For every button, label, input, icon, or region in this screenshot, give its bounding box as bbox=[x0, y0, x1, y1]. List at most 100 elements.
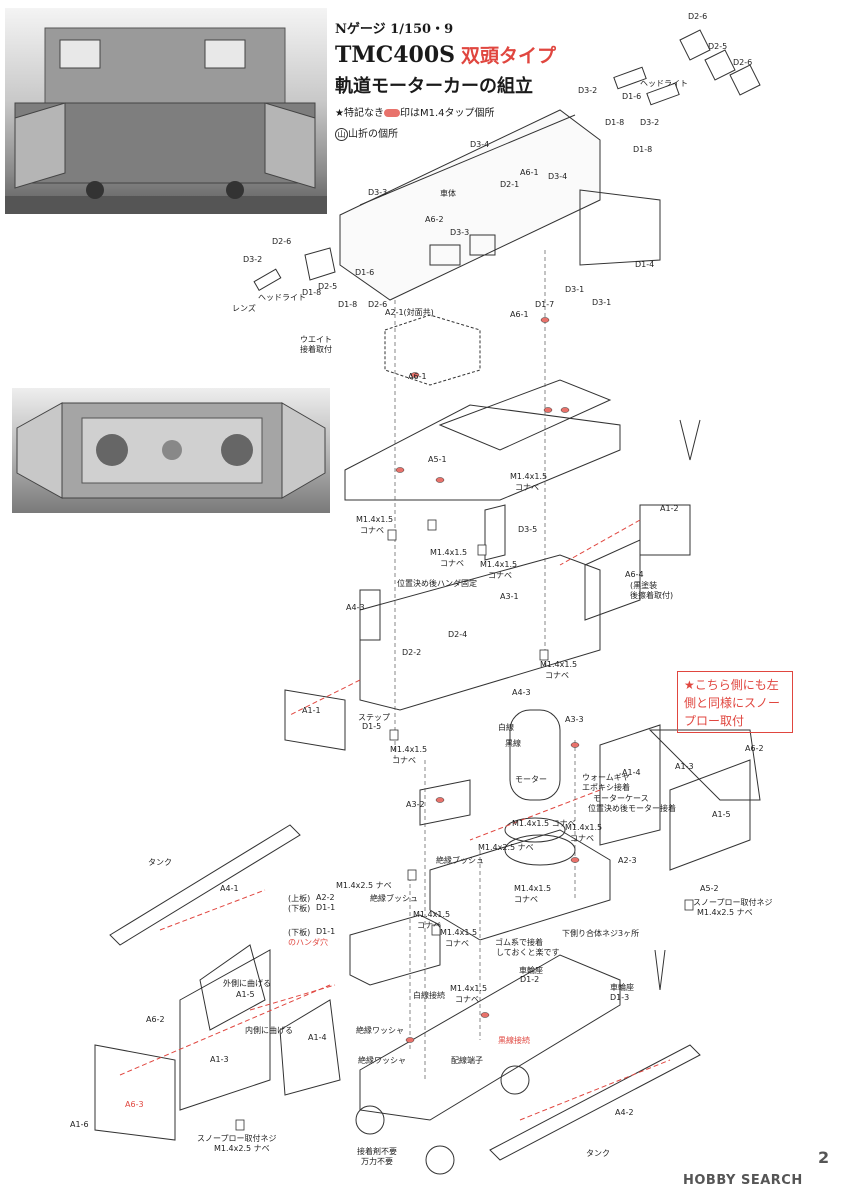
part-label: A1-6 bbox=[70, 1120, 89, 1129]
part-label: 位置決め後ハンダ固定 bbox=[397, 579, 477, 588]
part-label: D1-6 bbox=[355, 268, 375, 277]
wire-symbol-top bbox=[679, 419, 701, 461]
part-label: タンク bbox=[148, 858, 172, 867]
part-label: のハンダ穴 bbox=[288, 938, 328, 947]
part-label: A1-3 bbox=[210, 1055, 229, 1064]
part-label: D2-6 bbox=[688, 12, 708, 21]
tap-mark bbox=[560, 407, 570, 413]
part-label: D1-8 bbox=[338, 300, 358, 309]
snowplow-a6-2-left bbox=[179, 949, 271, 1111]
part-label: 絶縁ワッシャ bbox=[358, 1056, 406, 1065]
screw bbox=[389, 729, 399, 741]
part-label: M1.4x1.5 bbox=[514, 884, 552, 893]
part-label: A5-2 bbox=[700, 884, 719, 893]
part-label: A1-5 bbox=[712, 810, 731, 819]
screw bbox=[477, 544, 487, 556]
headlight-bezel-d2-6 bbox=[679, 29, 711, 61]
plate-a3-2 bbox=[419, 779, 471, 826]
part-label: (上板) bbox=[288, 894, 311, 903]
part-label: (下板) bbox=[288, 928, 311, 937]
window-front bbox=[429, 244, 461, 266]
part-label: M1.4x1.5 bbox=[430, 548, 468, 557]
part-label: A2-2 bbox=[316, 893, 335, 902]
part-label: D2-6 bbox=[368, 300, 388, 309]
part-label: A1-2 bbox=[660, 504, 679, 513]
part-label: D3-5 bbox=[518, 525, 538, 534]
tap-mark bbox=[540, 317, 550, 323]
part-label: コナベ bbox=[445, 939, 469, 948]
guide-line-2 bbox=[289, 679, 361, 716]
part-label: コナベ bbox=[417, 921, 441, 930]
tap-mark bbox=[405, 1037, 415, 1043]
part-label: コナベ bbox=[545, 671, 569, 680]
part-label: 配線端子 bbox=[451, 1056, 483, 1065]
part-label: 絶縁ブッシュ bbox=[370, 894, 418, 903]
wheel-front-right bbox=[425, 1145, 455, 1175]
tap-mark bbox=[480, 1012, 490, 1018]
part-label: D3-2 bbox=[578, 86, 598, 95]
screw bbox=[407, 869, 417, 881]
body-side-panel bbox=[579, 189, 661, 266]
part-label: D3-3 bbox=[450, 228, 470, 237]
screw bbox=[431, 924, 441, 936]
part-label: A6-4 bbox=[625, 570, 644, 579]
headlight-bezel-left bbox=[304, 247, 336, 281]
page-number: 2 bbox=[818, 1148, 830, 1167]
part-label: D1-1 bbox=[316, 903, 336, 912]
guide-line-5 bbox=[469, 789, 601, 841]
part-label: 後擦着取付) bbox=[630, 591, 674, 600]
part-label: モーターケース bbox=[593, 794, 649, 803]
part-label: D1-3 bbox=[610, 993, 630, 1002]
model-photo-front bbox=[5, 8, 327, 214]
motor-case bbox=[504, 834, 576, 866]
grille-a1-2 bbox=[639, 504, 691, 556]
part-a1-1 bbox=[284, 689, 346, 751]
part-label: A6-1 bbox=[510, 310, 529, 319]
part-label: D1-8 bbox=[302, 288, 322, 297]
part-label: 位置決め後モーター接着 bbox=[588, 804, 676, 813]
guide-line-4 bbox=[119, 984, 331, 1076]
part-label: D1-4 bbox=[635, 260, 655, 269]
screw bbox=[235, 1119, 245, 1131]
part-label: コナベ bbox=[455, 995, 479, 1004]
tap-note-suffix: 印はM1.4タップ個所 bbox=[399, 108, 495, 119]
plate-upper bbox=[438, 379, 612, 451]
part-label: A2-1(対面共) bbox=[385, 308, 434, 317]
part-label: D2-6 bbox=[272, 237, 292, 246]
part-label: D1-5 bbox=[362, 722, 382, 731]
part-label: ステップ bbox=[358, 713, 390, 722]
model-variant: 双頭タイプ bbox=[461, 45, 557, 67]
guide-line-7 bbox=[519, 1059, 671, 1121]
part-label: A4-3 bbox=[346, 603, 365, 612]
snowplow-a1-5 bbox=[669, 759, 751, 871]
screw bbox=[387, 529, 397, 541]
part-label: (下板) bbox=[288, 904, 311, 913]
tap-mark bbox=[543, 407, 553, 413]
part-label: D3-4 bbox=[548, 172, 568, 181]
part-label: A1-5 bbox=[236, 990, 255, 999]
tap-mark bbox=[570, 742, 580, 748]
part-label: スノープロー取付ネジ bbox=[197, 1134, 277, 1143]
tap-note-prefix: ★特記なき bbox=[335, 108, 384, 119]
part-label: ヘッドライト bbox=[640, 79, 688, 88]
part-label: D3-3 bbox=[368, 188, 388, 197]
car-body bbox=[339, 109, 601, 301]
snowplow-a6-2 bbox=[648, 729, 761, 801]
screw bbox=[427, 519, 437, 531]
part-label: D3-4 bbox=[470, 140, 490, 149]
part-label: (黒塗装 bbox=[630, 581, 658, 590]
headlight-tube-2 bbox=[646, 82, 680, 106]
plate-a6-4 bbox=[584, 539, 641, 621]
part-label: A6-1 bbox=[520, 168, 539, 177]
snowplow-a1-4 bbox=[599, 724, 661, 846]
part-label: D2-5 bbox=[318, 282, 338, 291]
part-label: A1-3 bbox=[675, 762, 694, 771]
frame-a3-1 bbox=[359, 554, 601, 711]
part-a4-3 bbox=[359, 589, 381, 641]
wire-symbol-bottom bbox=[654, 949, 666, 991]
part-label: D1-8 bbox=[633, 145, 653, 154]
snowplow-a6-3 bbox=[94, 1044, 176, 1141]
headlight-tube bbox=[613, 66, 647, 90]
part-label: 白線接続 bbox=[413, 991, 445, 1000]
